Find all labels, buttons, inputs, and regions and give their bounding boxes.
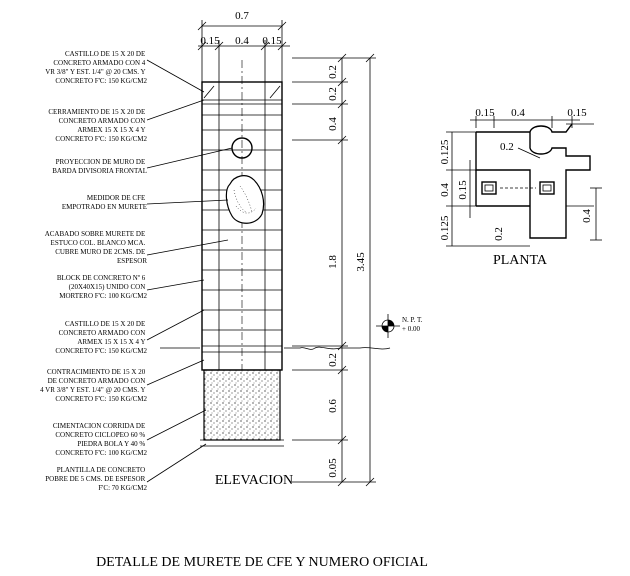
note-medidor: MEDIDOR DE CFE EMPOTRADO EN MURETE bbox=[62, 194, 147, 211]
level-label: N. P. T. bbox=[402, 316, 423, 324]
plan-dim-top-2: 0.4 bbox=[511, 107, 525, 119]
annotation-notes: CASTILLO DE 15 X 20 DE CONCRETO ARMADO C… bbox=[40, 50, 233, 492]
level-mark: N. P. T. + 0.00 bbox=[376, 314, 423, 338]
plan-dim-left-3: 0.15 bbox=[457, 180, 469, 200]
note-block: BLOCK DE CONCRETO Nº 6 (20X40X15) UNIDO … bbox=[57, 274, 148, 300]
plan-label: PLANTA bbox=[493, 253, 548, 268]
plan-dim-inner-2: 0.2 bbox=[493, 227, 505, 241]
note-contracimiento: CONTRACIMIENTO DE 15 X 20 DE CONCRETO AR… bbox=[40, 368, 147, 403]
drawing-title: DETALLE DE MURETE DE CFE Y NUMERO OFICIA… bbox=[96, 555, 428, 570]
dim-right-5: 0.2 bbox=[327, 353, 339, 367]
dim-right-6: 0.6 bbox=[327, 399, 339, 413]
plan-dim-top-1: 0.15 bbox=[475, 107, 495, 119]
dim-right-4: 1.8 bbox=[327, 255, 339, 269]
cfe-meter bbox=[225, 175, 265, 224]
note-plantilla: PLANTILLA DE CONCRETO POBRE DE 5 CMS. DE… bbox=[45, 466, 147, 492]
elevation-label: ELEVACION bbox=[215, 473, 293, 488]
elevation-right-dims: 0.2 0.2 0.4 1.8 0.2 0.6 0.05 3.45 bbox=[292, 53, 376, 487]
elevation-top-dims: 0.7 0.15 0.4 0.15 bbox=[197, 10, 290, 82]
level-value: + 0.00 bbox=[402, 325, 420, 333]
note-cimentacion: CIMENTACION CORRIDA DE CONCRETO CICLOPEO… bbox=[53, 422, 148, 457]
dim-top-left: 0.15 bbox=[200, 35, 220, 47]
plan-dims: 0.15 0.4 0.15 0.125 0.4 0.15 0.125 0.2 0… bbox=[439, 107, 602, 247]
note-castillo-bottom: CASTILLO DE 15 X 20 DE CONCRETO ARMADO C… bbox=[55, 320, 147, 355]
plan-castillo-left bbox=[481, 181, 497, 195]
dim-right-1: 0.2 bbox=[327, 65, 339, 79]
note-castillo-top: CASTILLO DE 15 X 20 DE CONCRETO ARMADO C… bbox=[45, 50, 147, 85]
plan-dim-top-3: 0.15 bbox=[567, 107, 587, 119]
plan-view bbox=[475, 123, 594, 239]
dim-right-3: 0.4 bbox=[327, 117, 339, 131]
plan-dim-left-4: 0.125 bbox=[439, 215, 451, 240]
elevation-view bbox=[160, 60, 391, 447]
note-acabado: ACABADO SOBRE MURETE DE ESTUCO COL. BLAN… bbox=[45, 230, 148, 265]
dim-top-mid: 0.4 bbox=[235, 35, 249, 47]
plan-castillo-right bbox=[539, 181, 555, 195]
dim-right-7: 0.05 bbox=[327, 458, 339, 478]
plan-dim-left-2: 0.4 bbox=[439, 183, 451, 197]
note-proyeccion: PROYECCION DE MURO DE BARDA DIVISORIA FR… bbox=[52, 158, 147, 175]
note-cerramiento: CERRAMIENTO DE 15 X 20 DE CONCRETO ARMAD… bbox=[48, 108, 147, 143]
plan-dim-left-1: 0.125 bbox=[439, 139, 451, 164]
foundation bbox=[203, 369, 281, 441]
plan-dim-right-1: 0.4 bbox=[581, 209, 593, 223]
plan-dim-inner-1: 0.2 bbox=[500, 141, 514, 153]
dim-top-total: 0.7 bbox=[235, 10, 249, 22]
dim-overall: 3.45 bbox=[355, 252, 367, 272]
dim-top-right: 0.15 bbox=[262, 35, 282, 47]
dim-right-2: 0.2 bbox=[327, 87, 339, 101]
